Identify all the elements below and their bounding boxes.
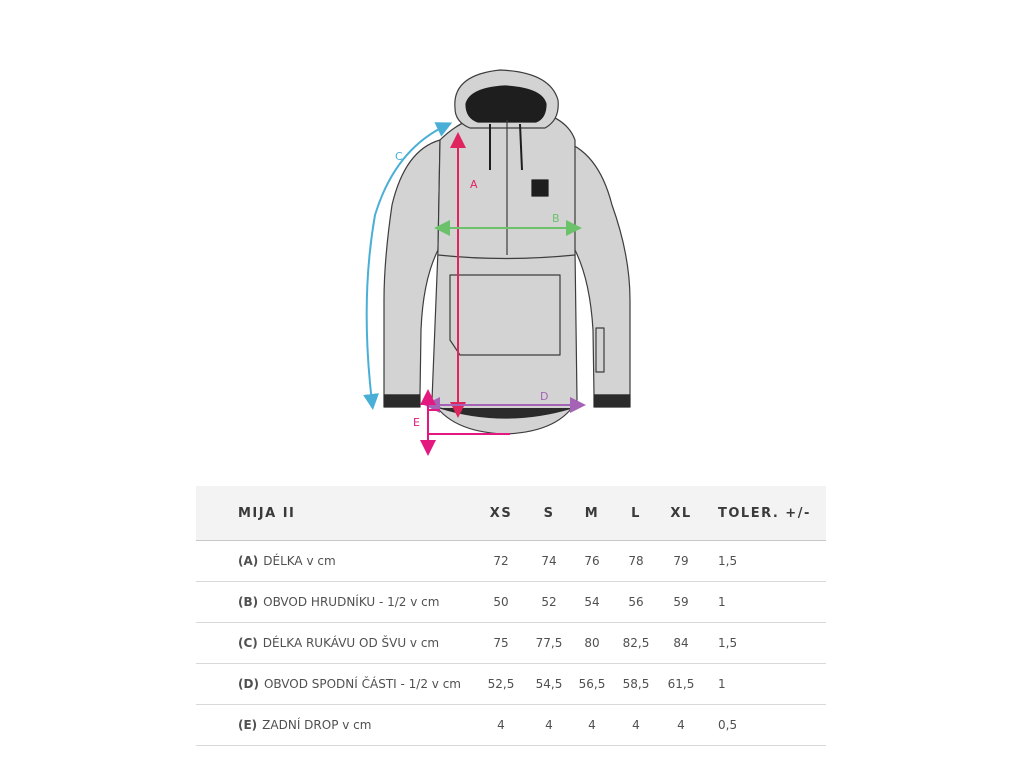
cell-value: 77,5	[526, 622, 572, 664]
cell-tolerance: 1	[702, 663, 826, 705]
right-cuff	[593, 394, 631, 408]
row-label: (C) DÉLKA RUKÁVU OD ŠVU v cm	[196, 622, 476, 664]
cell-value: 4	[526, 704, 572, 746]
table-header-row: MIJA II XS S M L XL TOLER. +/-	[196, 486, 826, 541]
left-cuff	[383, 394, 421, 408]
cell-value: 58,5	[612, 663, 660, 705]
table-row: (B) OBVOD HRUDNÍKU - 1/2 v cm 50 52 54 56…	[196, 581, 826, 623]
right-sleeve	[559, 139, 631, 396]
row-code: (B)	[238, 595, 259, 609]
measure-label-a: A	[470, 178, 478, 191]
cell-value: 4	[612, 704, 660, 746]
row-label-text: ZADNÍ DROP v cm	[262, 718, 372, 732]
cell-value: 50	[476, 581, 526, 623]
row-code: (A)	[238, 554, 259, 568]
measure-label-c: C	[395, 150, 403, 163]
row-label-text: DÉLKA v cm	[263, 554, 336, 568]
row-label: (A) DÉLKA v cm	[196, 540, 476, 582]
cell-value: 56	[612, 581, 660, 623]
jacket-measurement-diagram: A B C D E	[363, 69, 631, 456]
hood-opening	[465, 85, 547, 123]
table-row: (D) OBVOD SPODNÍ ČÁSTI - 1/2 v cm 52,5 54…	[196, 663, 826, 705]
table-row: (C) DÉLKA RUKÁVU OD ŠVU v cm 75 77,5 80 8…	[196, 622, 826, 664]
size-header-m: M	[572, 486, 612, 541]
row-label-text: DÉLKA RUKÁVU OD ŠVU v cm	[262, 636, 440, 650]
cell-value: 72	[476, 540, 526, 582]
row-label: (B) OBVOD HRUDNÍKU - 1/2 v cm	[196, 581, 476, 623]
jacket-body	[431, 111, 578, 435]
jacket	[383, 69, 631, 435]
cell-value: 52,5	[476, 663, 526, 705]
cell-tolerance: 1,5	[702, 622, 826, 664]
size-chart-table: MIJA II XS S M L XL TOLER. +/- (A) DÉLKA …	[196, 486, 826, 746]
row-code: (E)	[238, 718, 258, 732]
tolerance-header: TOLER. +/-	[702, 486, 826, 541]
cell-value: 76	[572, 540, 612, 582]
row-label-text: OBVOD HRUDNÍKU - 1/2 v cm	[263, 595, 440, 609]
cell-value: 84	[660, 622, 702, 664]
cell-value: 59	[660, 581, 702, 623]
cell-value: 82,5	[612, 622, 660, 664]
chest-badge-icon	[531, 179, 549, 197]
cell-value: 80	[572, 622, 612, 664]
row-label-text: OBVOD SPODNÍ ČÁSTI - 1/2 v cm	[263, 677, 461, 691]
cell-tolerance: 1,5	[702, 540, 826, 582]
table-row: (E) ZADNÍ DROP v cm 4 4 4 4 4 0,5	[196, 704, 826, 746]
measure-label-b: B	[552, 212, 560, 225]
cell-value: 52	[526, 581, 572, 623]
size-header-l: L	[612, 486, 660, 541]
drawstring-right	[519, 123, 523, 171]
measure-line-c	[363, 122, 453, 410]
measure-label-d: D	[540, 390, 548, 403]
sleeve-pocket-icon	[595, 327, 605, 373]
left-sleeve	[383, 139, 441, 396]
cell-value: 4	[476, 704, 526, 746]
cell-value: 4	[660, 704, 702, 746]
cell-tolerance: 0,5	[702, 704, 826, 746]
size-header-xl: XL	[660, 486, 702, 541]
cell-value: 54,5	[526, 663, 572, 705]
cell-value: 75	[476, 622, 526, 664]
size-header-xs: XS	[476, 486, 526, 541]
cell-tolerance: 1	[702, 581, 826, 623]
measure-label-e: E	[413, 416, 420, 429]
cell-value: 4	[572, 704, 612, 746]
cell-value: 78	[612, 540, 660, 582]
cell-value: 56,5	[572, 663, 612, 705]
cell-value: 54	[572, 581, 612, 623]
cell-value: 74	[526, 540, 572, 582]
row-label: (E) ZADNÍ DROP v cm	[196, 704, 476, 746]
table-title: MIJA II	[196, 486, 476, 541]
row-code: (D)	[238, 677, 259, 691]
cell-value: 61,5	[660, 663, 702, 705]
row-label: (D) OBVOD SPODNÍ ČÁSTI - 1/2 v cm	[196, 663, 476, 705]
row-code: (C)	[238, 636, 258, 650]
size-header-s: S	[526, 486, 572, 541]
cell-value: 79	[660, 540, 702, 582]
table-row: (A) DÉLKA v cm 72 74 76 78 79 1,5	[196, 540, 826, 582]
